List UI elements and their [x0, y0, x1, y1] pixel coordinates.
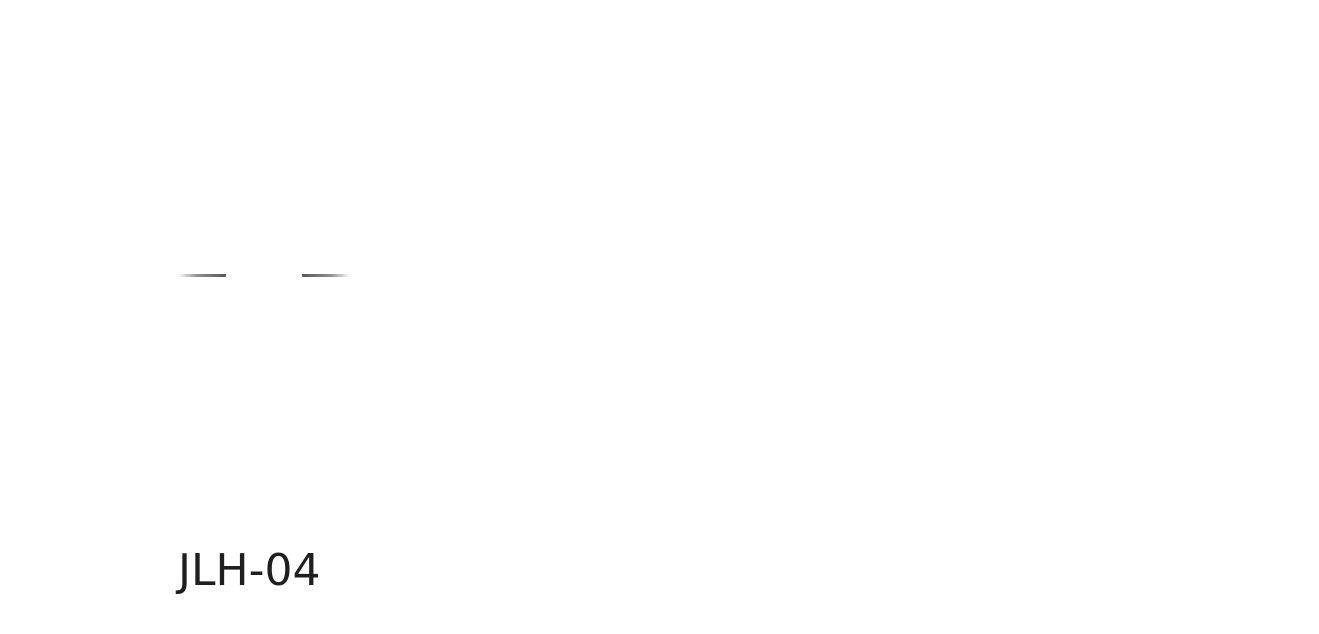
- indicator-dash-right: [302, 274, 350, 277]
- indicator-dash-left: [178, 274, 226, 277]
- model-code-label: JLH-04: [178, 545, 321, 596]
